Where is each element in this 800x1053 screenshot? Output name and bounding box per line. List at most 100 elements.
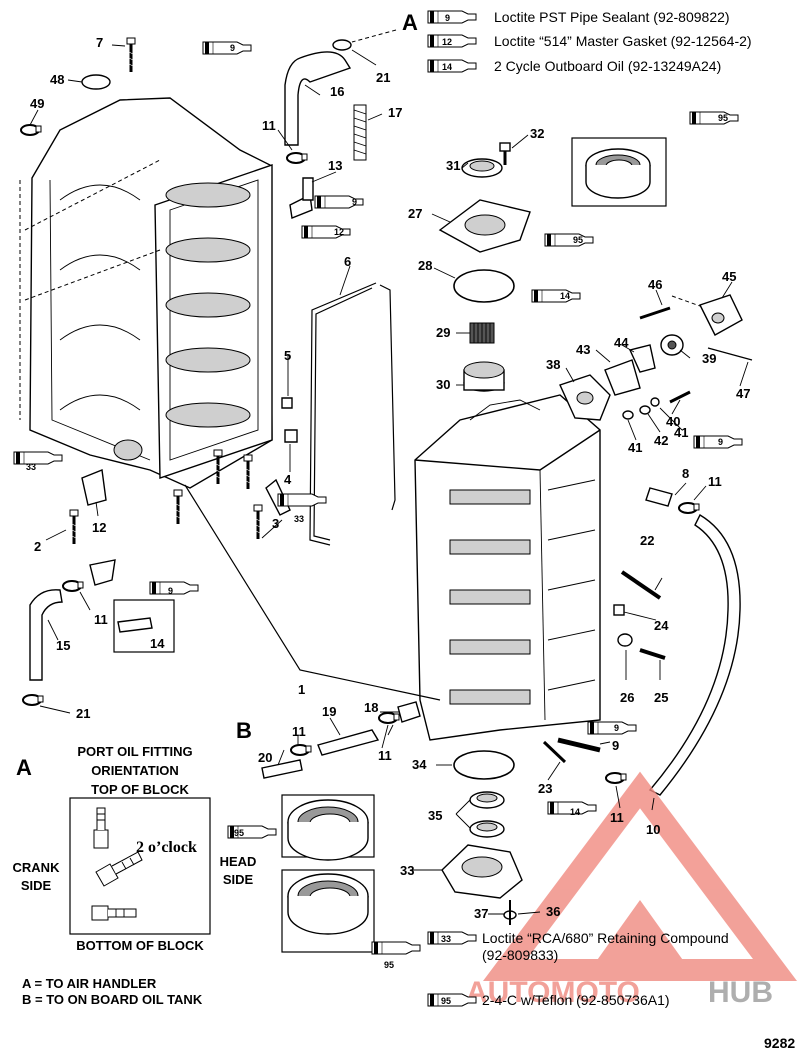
- callout-12: 12: [92, 520, 106, 535]
- parts-top-center: [438, 142, 531, 392]
- callout-11: 11: [610, 810, 624, 825]
- tube-code-label: 95: [384, 960, 394, 970]
- callout-35: 35: [428, 808, 442, 823]
- legend-bottom: 33 Loctite “RCA/680” Retaining Compound …: [427, 930, 729, 1008]
- callout-26: 26: [620, 690, 634, 705]
- callout-11: 11: [94, 612, 108, 627]
- orientation-left-line1: CRANK: [13, 860, 61, 875]
- orientation-left-line2: SIDE: [21, 878, 52, 893]
- tube-95: 95: [544, 233, 594, 247]
- callout-17: 17: [388, 105, 402, 120]
- section-letter-a-top: A: [402, 10, 418, 35]
- tube-code-label: 9: [614, 723, 619, 733]
- callout-40: 40: [666, 414, 680, 429]
- legend-item-95: 95 2-4-C w/Teflon (92-850736A1): [427, 992, 670, 1008]
- callout-numbers: 7 48 49 16 17 11 13 21 32 31 27 28 29 30…: [30, 35, 750, 921]
- sealant-tubes: 9 9 12 95 95 14 9 33 33 9 9 14 95 95: [13, 41, 743, 970]
- oil-line-10: [648, 514, 741, 796]
- tube-code-label: 95: [441, 996, 451, 1006]
- hose-16: [284, 51, 352, 146]
- legend-text-line2: (92-809833): [482, 947, 558, 963]
- tube-95: 95: [371, 941, 421, 970]
- callout-10: 10: [646, 822, 660, 837]
- callout-19: 19: [322, 704, 336, 719]
- fitting-angled-icon: [95, 851, 143, 887]
- callout-41: 41: [628, 440, 642, 455]
- tube-33: 33: [277, 493, 327, 524]
- tube-33: 33: [13, 451, 63, 472]
- tube-code-label: 95: [234, 828, 244, 838]
- parts-right-fittings: [559, 294, 753, 421]
- callout-38: 38: [546, 357, 560, 372]
- callout-37: 37: [474, 906, 488, 921]
- callout-5: 5: [284, 348, 291, 363]
- callout-1: 1: [298, 682, 305, 697]
- tube-code-label: 14: [442, 62, 452, 72]
- tube-code-label: 33: [441, 934, 451, 944]
- cylinder-block-left: [19, 97, 273, 541]
- callout-4: 4: [284, 472, 292, 487]
- callout-2: 2: [34, 539, 41, 554]
- callout-24: 24: [654, 618, 669, 633]
- callout-48: 48: [50, 72, 64, 87]
- fitting-vertical-icon: [93, 807, 109, 849]
- callout-43: 43: [576, 342, 590, 357]
- tube-code-label: 12: [442, 37, 452, 47]
- callout-11: 11: [262, 118, 276, 133]
- callout-44: 44: [614, 335, 629, 350]
- leader-lines: [29, 29, 749, 915]
- orientation-clock-label: 2 o’clock: [136, 839, 197, 856]
- spring-17: [353, 104, 367, 161]
- callout-13: 13: [328, 158, 342, 173]
- callout-28: 28: [418, 258, 432, 273]
- callout-45: 45: [722, 269, 736, 284]
- tube-code-label: 9: [168, 586, 173, 596]
- seal-box-b-upper: [281, 794, 375, 861]
- tube-code-label: 33: [26, 462, 36, 472]
- orientation-title-line1: PORT OIL FITTING: [77, 744, 192, 759]
- legend-text: Loctite “514” Master Gasket (92-12564-2): [494, 33, 752, 49]
- callout-46: 46: [648, 277, 662, 292]
- orientation-right-line1: HEAD: [220, 854, 257, 869]
- tube-95: 95: [227, 825, 277, 839]
- dipstick-tube: [309, 282, 396, 546]
- tube-95: 95: [689, 111, 739, 125]
- callout-15: 15: [56, 638, 70, 653]
- callout-9: 9: [612, 738, 619, 753]
- callout-29: 29: [436, 325, 450, 340]
- legend-item-14: 14 2 Cycle Outboard Oil (92-13249A24): [427, 58, 721, 74]
- tube-9: 9: [202, 41, 252, 55]
- callout-27: 27: [408, 206, 422, 221]
- callout-47: 47: [736, 386, 750, 401]
- callout-34: 34: [412, 757, 427, 772]
- parts-bottom-center: [441, 750, 523, 925]
- callout-25: 25: [654, 690, 668, 705]
- footnote-a: A = TO AIR HANDLER: [22, 976, 157, 991]
- tube-code-label: 12: [334, 227, 344, 237]
- callout-7: 7: [96, 35, 103, 50]
- tube-code-label: 9: [352, 197, 357, 207]
- callout-22: 22: [640, 533, 654, 548]
- callout-30: 30: [436, 377, 450, 392]
- callout-23: 23: [538, 781, 552, 796]
- callout-49: 49: [30, 96, 44, 111]
- callout-31: 31: [446, 158, 460, 173]
- fitting-horizontal-icon: [91, 905, 137, 921]
- watermark-logo: AUTOMOTO HUB: [466, 771, 797, 1009]
- callout-20: 20: [258, 750, 272, 765]
- parts-bolts-and-fittings: [68, 36, 673, 779]
- hose-15: [29, 589, 63, 681]
- callout-42: 42: [654, 433, 668, 448]
- orientation-right-line2: SIDE: [223, 872, 254, 887]
- tube-9: 9: [149, 581, 199, 596]
- figure-number: 9282: [764, 1035, 795, 1051]
- tube-9: 9: [693, 435, 743, 449]
- callout-11: 11: [292, 724, 306, 739]
- callout-16: 16: [330, 84, 344, 99]
- orientation-panel: PORT OIL FITTING ORIENTATION TOP OF BLOC…: [13, 744, 257, 953]
- legend-item-9: 9 Loctite PST Pipe Sealant (92-809822): [427, 9, 730, 25]
- watermark-text-part1: AUTOMOTO: [466, 976, 640, 1009]
- tube-14: 14: [531, 289, 581, 303]
- legend-item-33: 33 Loctite “RCA/680” Retaining Compound …: [427, 930, 729, 963]
- callout-11: 11: [378, 748, 392, 763]
